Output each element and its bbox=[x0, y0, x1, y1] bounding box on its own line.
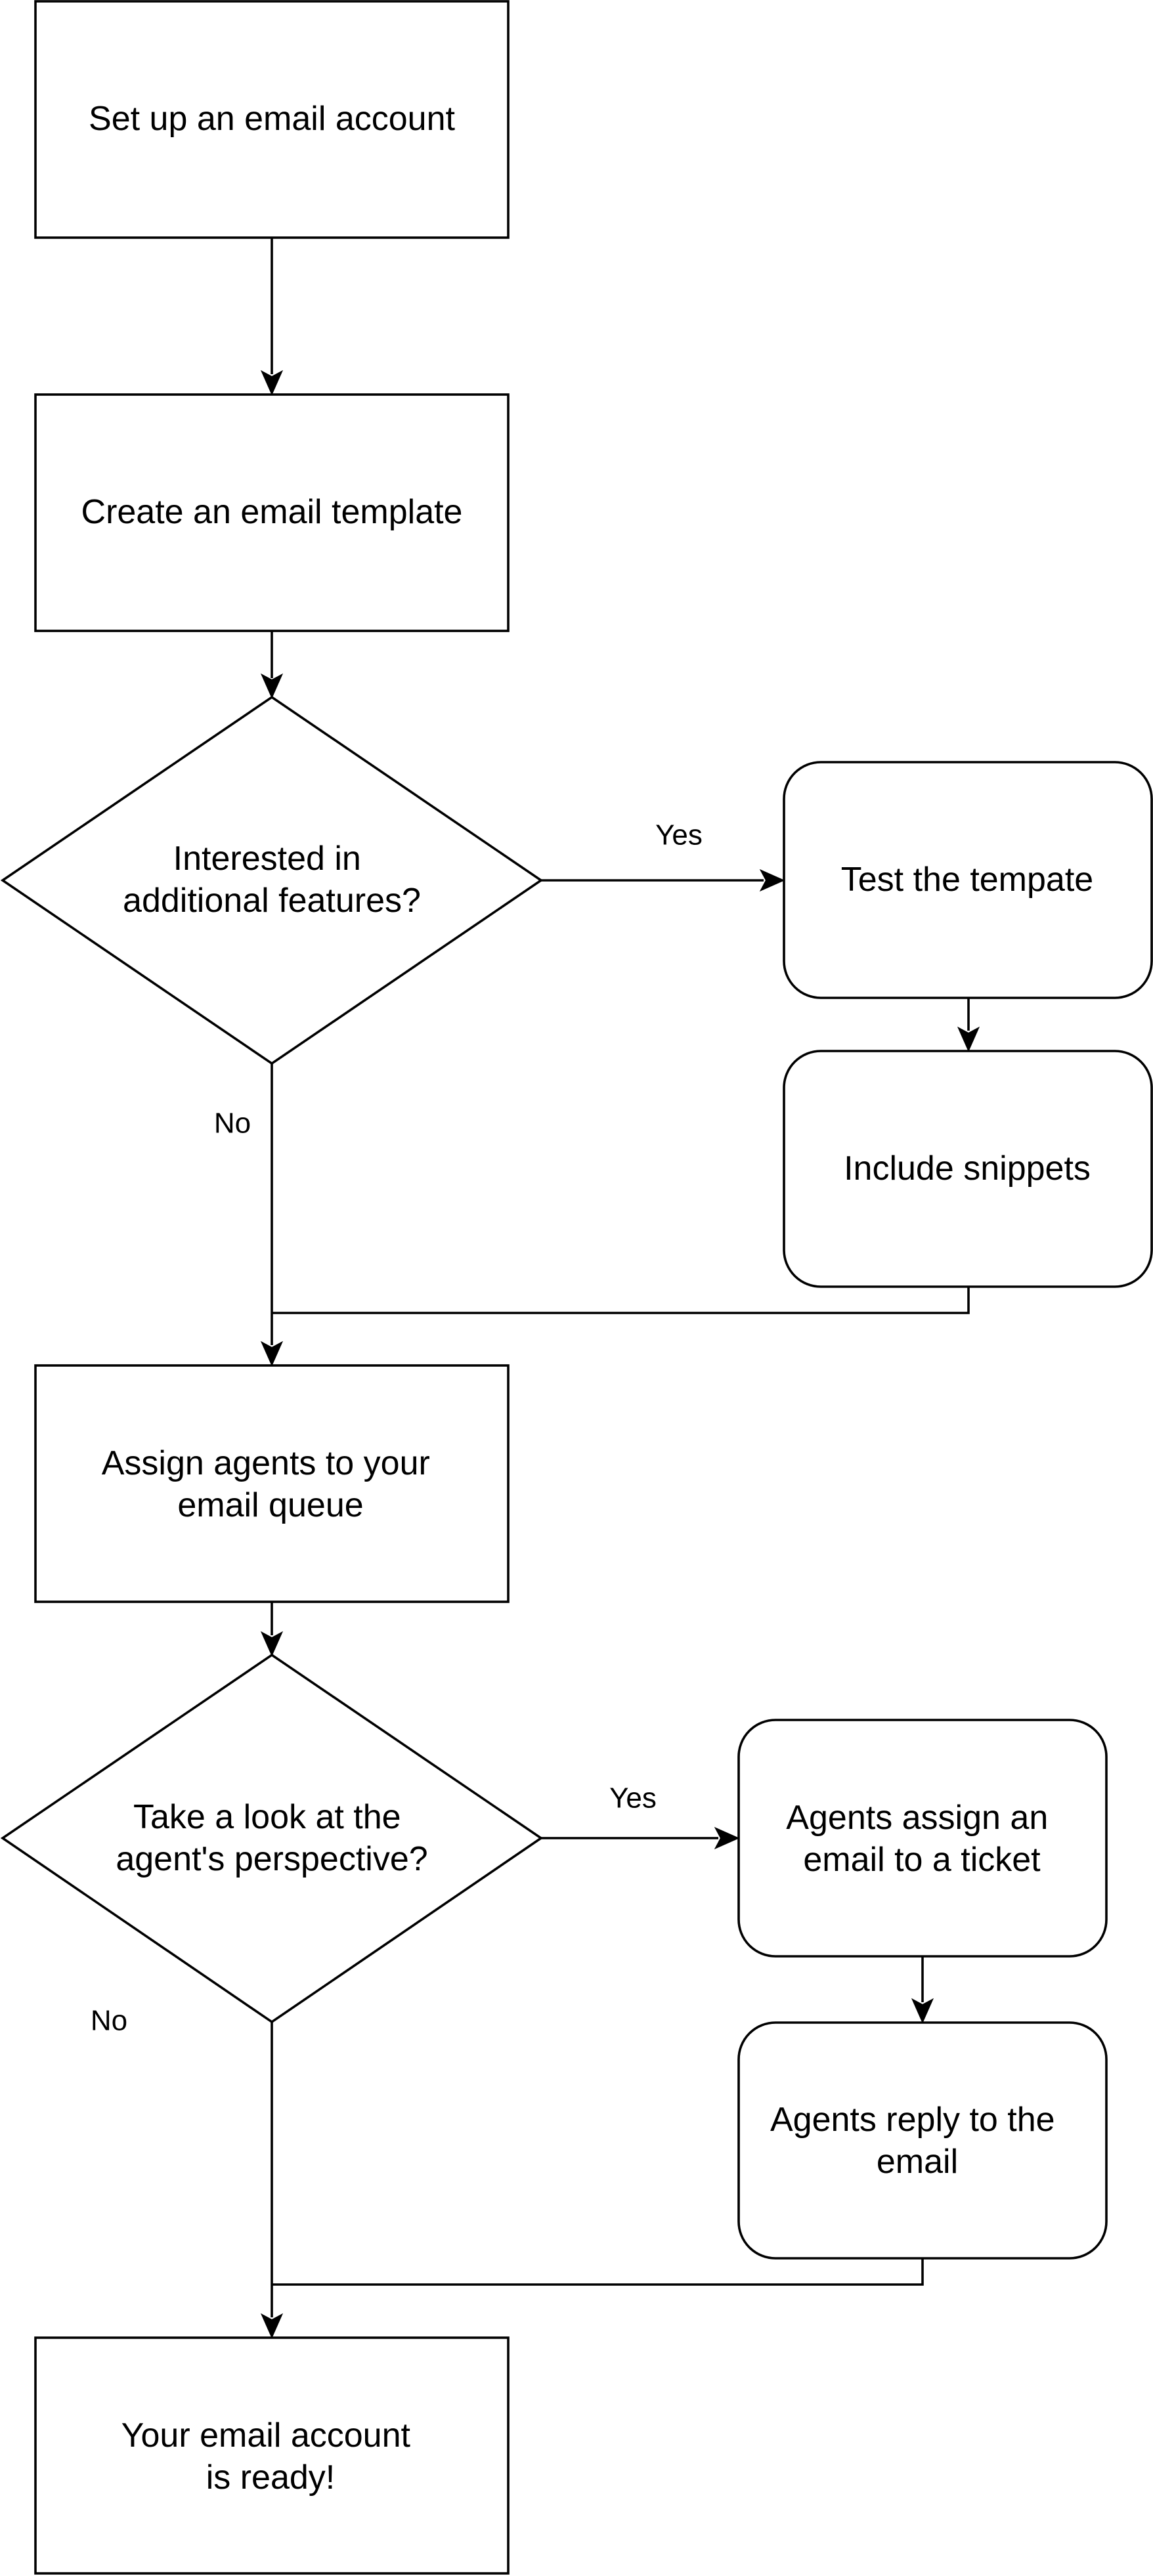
decision-agent-perspective-text: Take a look at the agent's perspective? bbox=[116, 1798, 427, 1878]
node-account-ready-text: Your email account is ready! bbox=[121, 2416, 420, 2497]
node-setup-account: Set up an email account bbox=[34, 0, 510, 239]
edge-assign-to-decision bbox=[260, 1602, 284, 1657]
decision-additional-features-text: Interested in additional features? bbox=[123, 840, 421, 920]
node-agents-assign: Agents assign an email to a ticket bbox=[737, 1719, 1108, 1958]
edge-label-no-perspective: No bbox=[91, 2005, 127, 2037]
edge-perspective-no bbox=[260, 2022, 284, 2339]
node-test-template-text: Test the tempate bbox=[841, 861, 1093, 899]
edge-features-yes bbox=[541, 869, 785, 892]
edge-test-to-snippets bbox=[957, 998, 980, 1052]
node-agents-reply-text: Agents reply to the email bbox=[770, 2101, 1064, 2181]
edge-label-no-features: No bbox=[214, 1107, 251, 1140]
node-account-ready: Your email account is ready! bbox=[34, 2336, 510, 2575]
node-create-template-text: Create an email template bbox=[81, 493, 463, 531]
node-test-template: Test the tempate bbox=[783, 761, 1153, 999]
edge-perspective-yes bbox=[541, 1826, 740, 1850]
decision-agent-perspective: Take a look at the agent's perspective? bbox=[0, 1653, 544, 2024]
edge-label-yes-features: Yes bbox=[655, 819, 703, 851]
node-assign-agents: Assign agents to your email queue bbox=[34, 1364, 510, 1603]
decision-additional-features: Interested in additional features? bbox=[0, 695, 544, 1065]
edge-label-yes-perspective: Yes bbox=[609, 1782, 657, 1814]
node-assign-agents-text: Assign agents to your email queue bbox=[102, 1444, 440, 1524]
node-include-snippets-text: Include snippets bbox=[844, 1149, 1091, 1188]
edge-template-to-decision bbox=[260, 631, 284, 699]
edge-setup-to-template bbox=[260, 238, 284, 396]
edge-snippets-to-assign bbox=[272, 1287, 970, 1314]
node-include-snippets: Include snippets bbox=[783, 1050, 1153, 1288]
node-create-template: Create an email template bbox=[34, 393, 510, 632]
node-agents-assign-text: Agents assign an email to a ticket bbox=[786, 1799, 1057, 1879]
edge-features-no bbox=[260, 1063, 284, 1367]
edge-reply-to-ready bbox=[272, 2258, 924, 2286]
node-agents-reply: Agents reply to the email bbox=[737, 2021, 1108, 2260]
edge-assign-to-reply bbox=[911, 1956, 934, 2024]
node-setup-account-text: Set up an email account bbox=[89, 100, 455, 138]
